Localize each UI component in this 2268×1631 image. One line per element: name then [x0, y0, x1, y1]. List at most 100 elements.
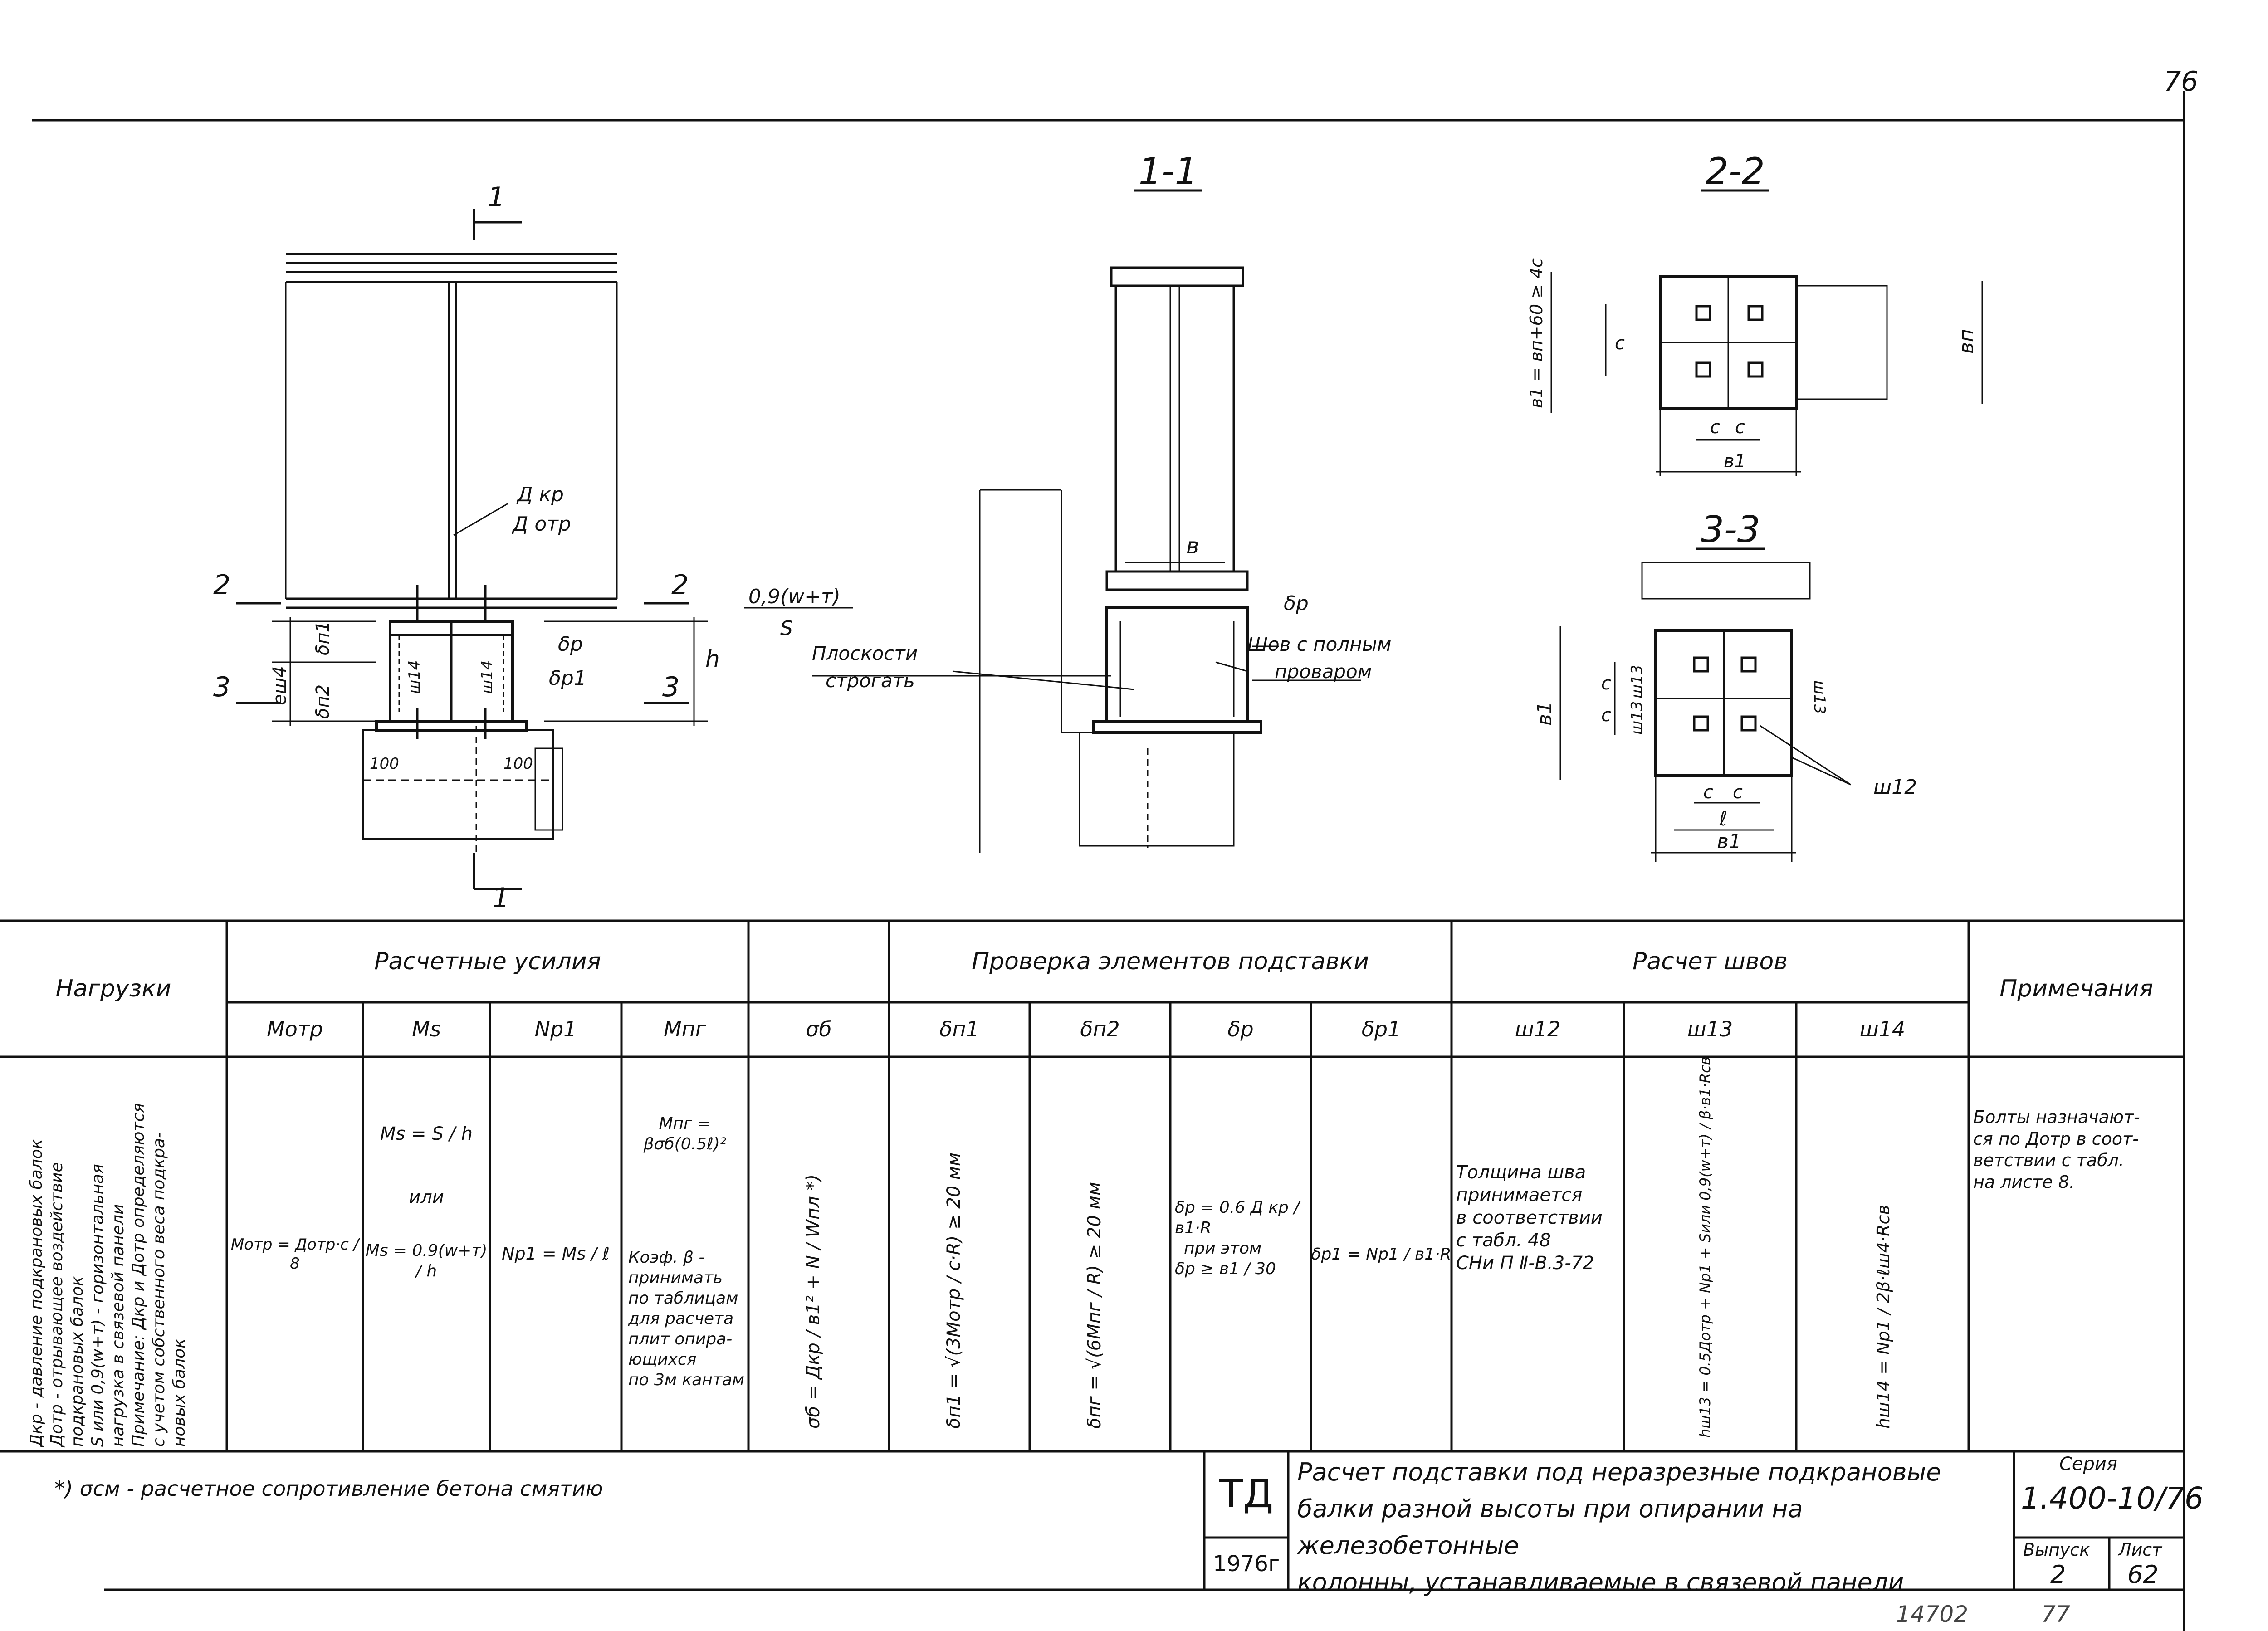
issue-label: Выпуск: [2023, 1540, 2090, 1560]
notes-line: на листе 8.: [1973, 1172, 2075, 1192]
subheader-mpg: Мпг: [664, 1017, 706, 1042]
label-c-22-c: с: [1735, 417, 1745, 438]
footnote: *) σсм - расчетное сопротивление бетона …: [54, 1476, 603, 1501]
title-block-year: 1976г: [1212, 1551, 1280, 1577]
cut-mark-1-top: 1: [488, 181, 505, 213]
formula-ms-or: или: [409, 1187, 444, 1208]
loads-text-block: Дкр - давление подкрановых балок Дотр - …: [27, 1057, 227, 1451]
label-b1-formula: в1 = вп+60 ≥ 4с: [1526, 258, 1546, 408]
subheader-sigma: σб: [806, 1017, 832, 1042]
subheader-sh3: ш13: [1687, 1017, 1733, 1042]
header-check: Проверка элементов подставки: [971, 947, 1369, 975]
weld-note-line: СНи П Ⅱ-В.3-72: [1456, 1253, 1594, 1274]
label-delta-p: δр: [558, 633, 583, 656]
formula-dr-line: при этом: [1184, 1239, 1262, 1258]
label-d-otr: Д отр: [512, 513, 571, 536]
label-b1-22: в1: [1724, 451, 1746, 472]
formula-sigma: σб = Дкр / в1² + N / Wпл *): [803, 1174, 824, 1429]
stamp-number: 14702: [1896, 1601, 1969, 1627]
mpg-note-line: Коэф. β -: [628, 1248, 705, 1267]
formula-dr: δр = 0.6 Д кр / в1·R при этом δр ≥ в1 / …: [1175, 1197, 1311, 1333]
cut-mark-3-left: 3: [213, 671, 230, 703]
subheader-ms: Мs: [412, 1017, 441, 1042]
subheader-dr1: δр1: [1361, 1017, 1401, 1042]
label-c-22-a: с: [1615, 333, 1625, 354]
label-planes-2: строгать: [826, 669, 915, 692]
mpg-note-line: по таблицам: [628, 1289, 738, 1308]
label-sh2: ш12: [1873, 776, 1917, 799]
label-c-33-a: с: [1601, 673, 1611, 694]
formula-dr1: δр1 = Nр1 / в1·R: [1311, 1245, 1452, 1264]
formula-dr-line: δр = 0.6 Д кр / в1·R: [1175, 1198, 1300, 1237]
mpg-note-line: ющихся: [628, 1350, 697, 1369]
label-force-bottom: S: [780, 617, 793, 640]
label-c-22-b: с: [1710, 417, 1720, 438]
weld-note-line: в соответствии: [1456, 1207, 1603, 1228]
label-sh3-c: ш13: [1810, 680, 1828, 714]
formula-dr-line: δр ≥ в1 / 30: [1175, 1260, 1276, 1278]
label-c-33-d: с: [1733, 782, 1743, 803]
formula-sh4: hш14 = Nр1 / 2β·ℓш4·Rсв: [1873, 1205, 1893, 1429]
label-dim-100-left: 100: [370, 755, 399, 773]
loads-line: нагрузка в связевой панели: [109, 1204, 127, 1447]
label-b-section: в: [1186, 533, 1199, 559]
section-3-3-view: [1559, 547, 1851, 862]
notes-line: Болты назначают-: [1973, 1107, 2140, 1127]
mpg-note-line: по 3м кантам: [628, 1371, 745, 1389]
subheader-dr: δр: [1227, 1017, 1254, 1042]
label-delta-p1: δп1: [313, 621, 333, 655]
label-weld-2: проваром: [1275, 660, 1372, 683]
notes-line: ся по Дотр в соот-: [1973, 1128, 2139, 1149]
sheet-value: 62: [2127, 1560, 2159, 1589]
title-line: балки разной высоты при опирании на желе…: [1297, 1494, 1803, 1560]
notes-text: Болты назначают- ся по Дотр в соот- ветс…: [1973, 1107, 2182, 1288]
mpg-note-line: для расчета: [628, 1309, 734, 1328]
formula-ms-2: Мs = 0.9(w+т) / h: [365, 1241, 488, 1280]
formula-mpg: Мпг = βσб(0.5ℓ)²: [643, 1114, 727, 1153]
notes-line: ветствии с табл.: [1973, 1150, 2125, 1170]
mpg-note-line: плит опира-: [628, 1330, 733, 1348]
label-sh4-left: ш14: [406, 660, 424, 694]
elevation-view: [236, 209, 708, 890]
label-c-33-c: с: [1703, 782, 1713, 803]
weld-note-line: Толщина шва: [1456, 1162, 1586, 1183]
cut-mark-2-left: 2: [213, 569, 230, 601]
loads-line: новых балок: [170, 1338, 189, 1447]
label-delta-p-section: δр: [1284, 592, 1309, 615]
section-2-2-view: [1550, 189, 1983, 476]
loads-line: S или 0,9(w+т) - горизонтальная: [88, 1164, 107, 1447]
section-1-1-view: [744, 189, 1361, 853]
label-sh4-right: ш14: [478, 660, 496, 694]
weld-note-line: принимается: [1456, 1185, 1583, 1206]
title-line: Расчет подставки под неразрезные подкран…: [1297, 1458, 1941, 1486]
label-sh3-a: ш13: [1628, 665, 1646, 698]
formula-dp1: δп1 = √(3Мотр / с·R) ≥ 20 мм: [943, 1152, 964, 1429]
label-delta-p2: δп2: [313, 684, 333, 719]
label-sh3-b: ш13: [1628, 701, 1646, 735]
header-welds: Расчет швов: [1632, 947, 1788, 975]
table-grid: [0, 919, 2184, 1590]
formula-motr: Мотр = Дотр·с / 8: [230, 1235, 359, 1273]
loads-line: с учетом собственного веса подкра-: [150, 1132, 168, 1447]
stamp-extra: 77: [2041, 1601, 2070, 1627]
label-bn: вп: [1955, 329, 1978, 354]
subheader-np1: Nр1: [534, 1017, 577, 1042]
subheader-motr: Мотр: [267, 1017, 323, 1042]
label-force-top: 0,9(w+т): [748, 585, 841, 608]
formula-dp2: δпг = √(6Мпг / R) ≥ 20 мм: [1084, 1182, 1105, 1429]
sheet-frame: [32, 91, 2185, 1631]
section-2-2-title: 2-2: [1706, 150, 1765, 192]
title-line: колонны, устанавливаемые в связевой пане…: [1297, 1568, 1904, 1597]
subheader-sh2: ш12: [1515, 1017, 1561, 1042]
loads-line: Дкр - давление подкрановых балок: [27, 1139, 46, 1447]
label-e-sh4: еш4: [269, 666, 290, 705]
subheader-dp2: δп2: [1080, 1017, 1120, 1042]
header-forces: Расчетные усилия: [374, 947, 601, 975]
label-dim-100-right: 100: [503, 755, 533, 773]
label-b1-33-bottom: в1: [1717, 830, 1741, 853]
label-d-kr: Д кр: [516, 483, 564, 506]
formula-np1: Nр1 = Мs / ℓ: [502, 1244, 610, 1264]
label-weld-1: Шов с полным: [1247, 633, 1391, 655]
subheader-sh4: ш14: [1859, 1017, 1906, 1042]
